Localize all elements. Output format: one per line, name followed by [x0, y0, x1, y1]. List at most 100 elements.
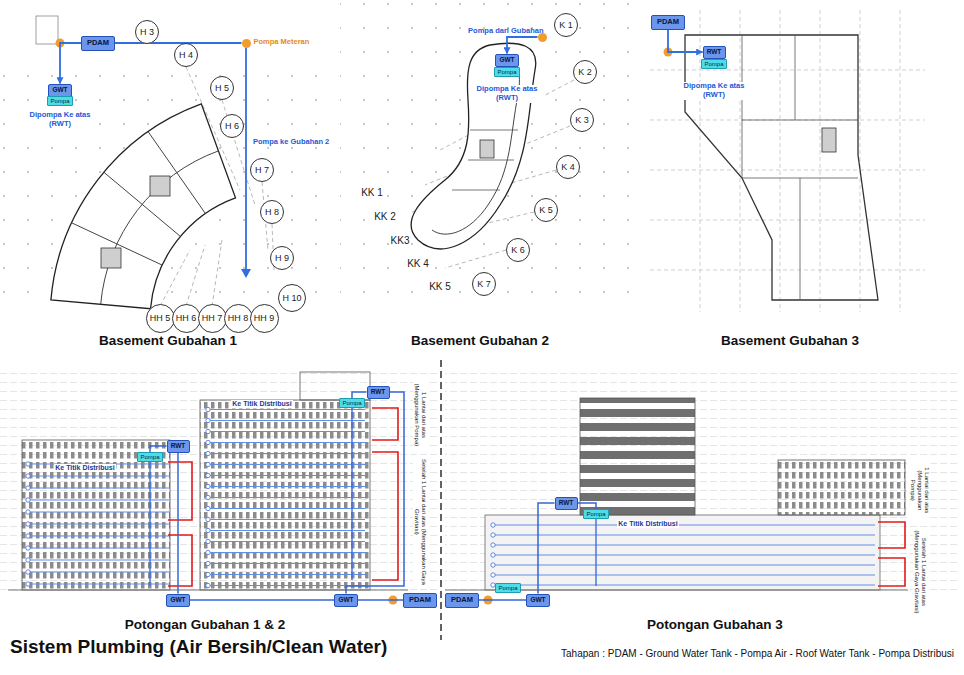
arrow-head	[241, 269, 251, 278]
node-text: RWT	[371, 389, 386, 396]
core	[150, 176, 170, 196]
node-text: GWT	[338, 597, 353, 604]
grid-bubble: H 6	[220, 114, 244, 138]
floor-plan-outline	[685, 35, 878, 300]
grid-bubble: K 6	[506, 238, 530, 262]
floor-plan-wall	[432, 58, 519, 234]
grid-bubble: H 10	[278, 284, 306, 312]
grid-bubble: HH 6	[172, 304, 201, 333]
core	[822, 128, 836, 152]
riser-pipe	[595, 519, 596, 586]
grid-bubble: K 7	[472, 272, 496, 296]
grid-bubble: K 1	[554, 13, 578, 37]
floor-pipes	[205, 404, 365, 588]
panel-title: Basement Gubahan 3	[720, 333, 860, 349]
flow-note: Dipompa Ke atas (RWT)	[23, 111, 97, 128]
tank-box: GWT	[334, 594, 358, 607]
node-text: H 4	[179, 51, 193, 60]
zone-bracket	[878, 522, 905, 586]
grid-label: KK 5	[428, 281, 452, 293]
flow-note: Pompa ke Gubahan 2	[252, 138, 330, 147]
source-box: PDAM	[445, 593, 479, 608]
core	[101, 248, 121, 268]
grid-bubble: H 5	[210, 76, 234, 100]
pump-box: Pompa	[47, 96, 73, 106]
node-text: H 7	[255, 166, 269, 175]
grid-bubble: HH 7	[198, 304, 227, 333]
node-text: Pompa	[498, 585, 517, 591]
grid-bubble: H 7	[250, 158, 274, 182]
source-box: PDAM	[651, 15, 685, 30]
floor-pipes	[490, 520, 875, 588]
pump-box: Pompa	[339, 398, 365, 408]
tank-box: RWT	[167, 440, 190, 453]
node-text: RWT	[559, 500, 574, 507]
node-text: HH 5	[150, 314, 171, 323]
grid-label: KK 1	[360, 187, 384, 199]
pipe-connector	[538, 503, 555, 594]
node-text: PDAM	[409, 596, 431, 604]
node-text: RWT	[171, 443, 186, 450]
node-text: H 3	[140, 28, 154, 37]
node-text: Pompa dari Gubahan	[468, 27, 543, 35]
floor-plan-wall	[72, 132, 206, 266]
node-text: Pompa	[50, 98, 69, 104]
grid-bubble: HH 9	[250, 304, 279, 333]
panel-title: Potongan Gubahan 3	[646, 617, 784, 633]
floor-pipes	[25, 458, 170, 588]
grid-bubble: K 4	[556, 155, 580, 179]
pipe-connector	[358, 599, 403, 601]
pump-box: Pompa	[495, 583, 521, 593]
node-text: Pompa Meteran	[254, 38, 310, 46]
node-text: K 3	[575, 116, 589, 125]
node-text: GWT	[530, 597, 545, 604]
source-box: PDAM	[81, 36, 115, 51]
node-text: H 5	[215, 84, 229, 93]
divider	[440, 360, 441, 640]
building-section	[778, 460, 905, 515]
tank-box: GWT	[48, 84, 72, 97]
diagram-title: Sistem Plumbing (Air Bersih/Clean Water)	[10, 636, 387, 658]
node-text: PDAM	[657, 18, 679, 26]
dot-grid	[340, 0, 630, 310]
node-text: K 1	[559, 21, 573, 30]
building-section	[485, 515, 880, 590]
floor-plan-wall	[101, 151, 219, 304]
grid-axis	[650, 10, 925, 312]
tank-box: RWT	[367, 386, 390, 399]
node-text: GWT	[170, 597, 185, 604]
floor-plan-outline	[411, 43, 536, 249]
node-text: Pompa	[704, 61, 723, 67]
pump-point: Pompa Meteran	[242, 39, 251, 48]
node-text: Pompa	[140, 454, 159, 460]
grid-bubble: K 2	[573, 60, 597, 84]
pipe-to-gubahan-2	[245, 48, 247, 270]
node-text: HH 9	[254, 314, 275, 323]
pipe-connector	[190, 599, 334, 601]
node-text: Pompa	[586, 511, 605, 517]
building-section	[200, 400, 370, 590]
distribution-note: Ke Titik Distribusi	[54, 464, 115, 472]
tank-box: RWT	[703, 46, 726, 59]
grid-bubble: H 9	[270, 246, 294, 270]
roof-structure	[300, 372, 370, 400]
ground-line	[8, 590, 408, 591]
node-text: K 2	[578, 68, 592, 77]
pump-box: Pompa	[701, 59, 727, 69]
distribution-note: Ke Titik Distribusi	[617, 520, 678, 528]
zone-bracket	[168, 408, 398, 586]
floor-plan-wall	[742, 35, 858, 300]
floor-plan-wall	[452, 130, 518, 190]
node-text: K 4	[561, 163, 575, 172]
zone-note: Setelah 1 Lantai dari atas (Menggunakan …	[413, 457, 427, 587]
panel-title: Basement Gubahan 1	[98, 333, 238, 349]
node-text: K 7	[477, 280, 491, 289]
grid-bubble: H 4	[174, 43, 198, 67]
node-text: K 6	[511, 246, 525, 255]
pump-box: Pompa	[583, 509, 609, 519]
node-text: PDAM	[451, 596, 473, 604]
core	[480, 140, 494, 158]
pipe-connector	[479, 599, 526, 601]
tank-box: GWT	[166, 594, 190, 607]
tank-box: RWT	[555, 497, 578, 510]
